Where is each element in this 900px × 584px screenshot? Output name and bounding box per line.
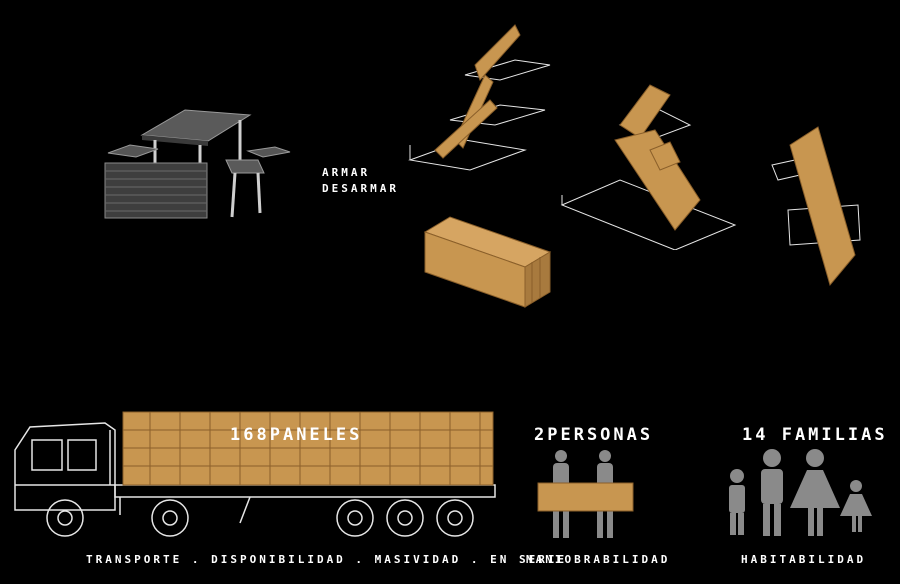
family-figures (722, 448, 877, 538)
unfolding-module-1 (405, 20, 555, 180)
caption-transport: TRANSPORTE . DISPONIBILIDAD . MASIVIDAD … (86, 553, 568, 566)
panel-count-number: 168 (230, 425, 270, 445)
truck-illustration (10, 405, 500, 545)
panel-count-word: PANELES (269, 425, 363, 445)
caption-maneuverability: MANIOBRABILIDAD (526, 553, 671, 566)
armar-label: ARMAR (322, 166, 371, 179)
unfolding-module-3 (770, 125, 865, 290)
stacked-panels (420, 212, 560, 312)
desarmar-label: DESARMAR (322, 182, 399, 195)
two-persons-figure (533, 448, 638, 548)
unfolding-module-2 (560, 80, 740, 250)
folding-table-image (100, 105, 295, 225)
persons-heading: 2PERSONAS (534, 425, 654, 445)
truck-panel-count: 168PANELES (230, 425, 362, 445)
caption-habitability: HABITABILIDAD (741, 553, 867, 566)
families-heading: 14 FAMILIAS (742, 425, 888, 445)
